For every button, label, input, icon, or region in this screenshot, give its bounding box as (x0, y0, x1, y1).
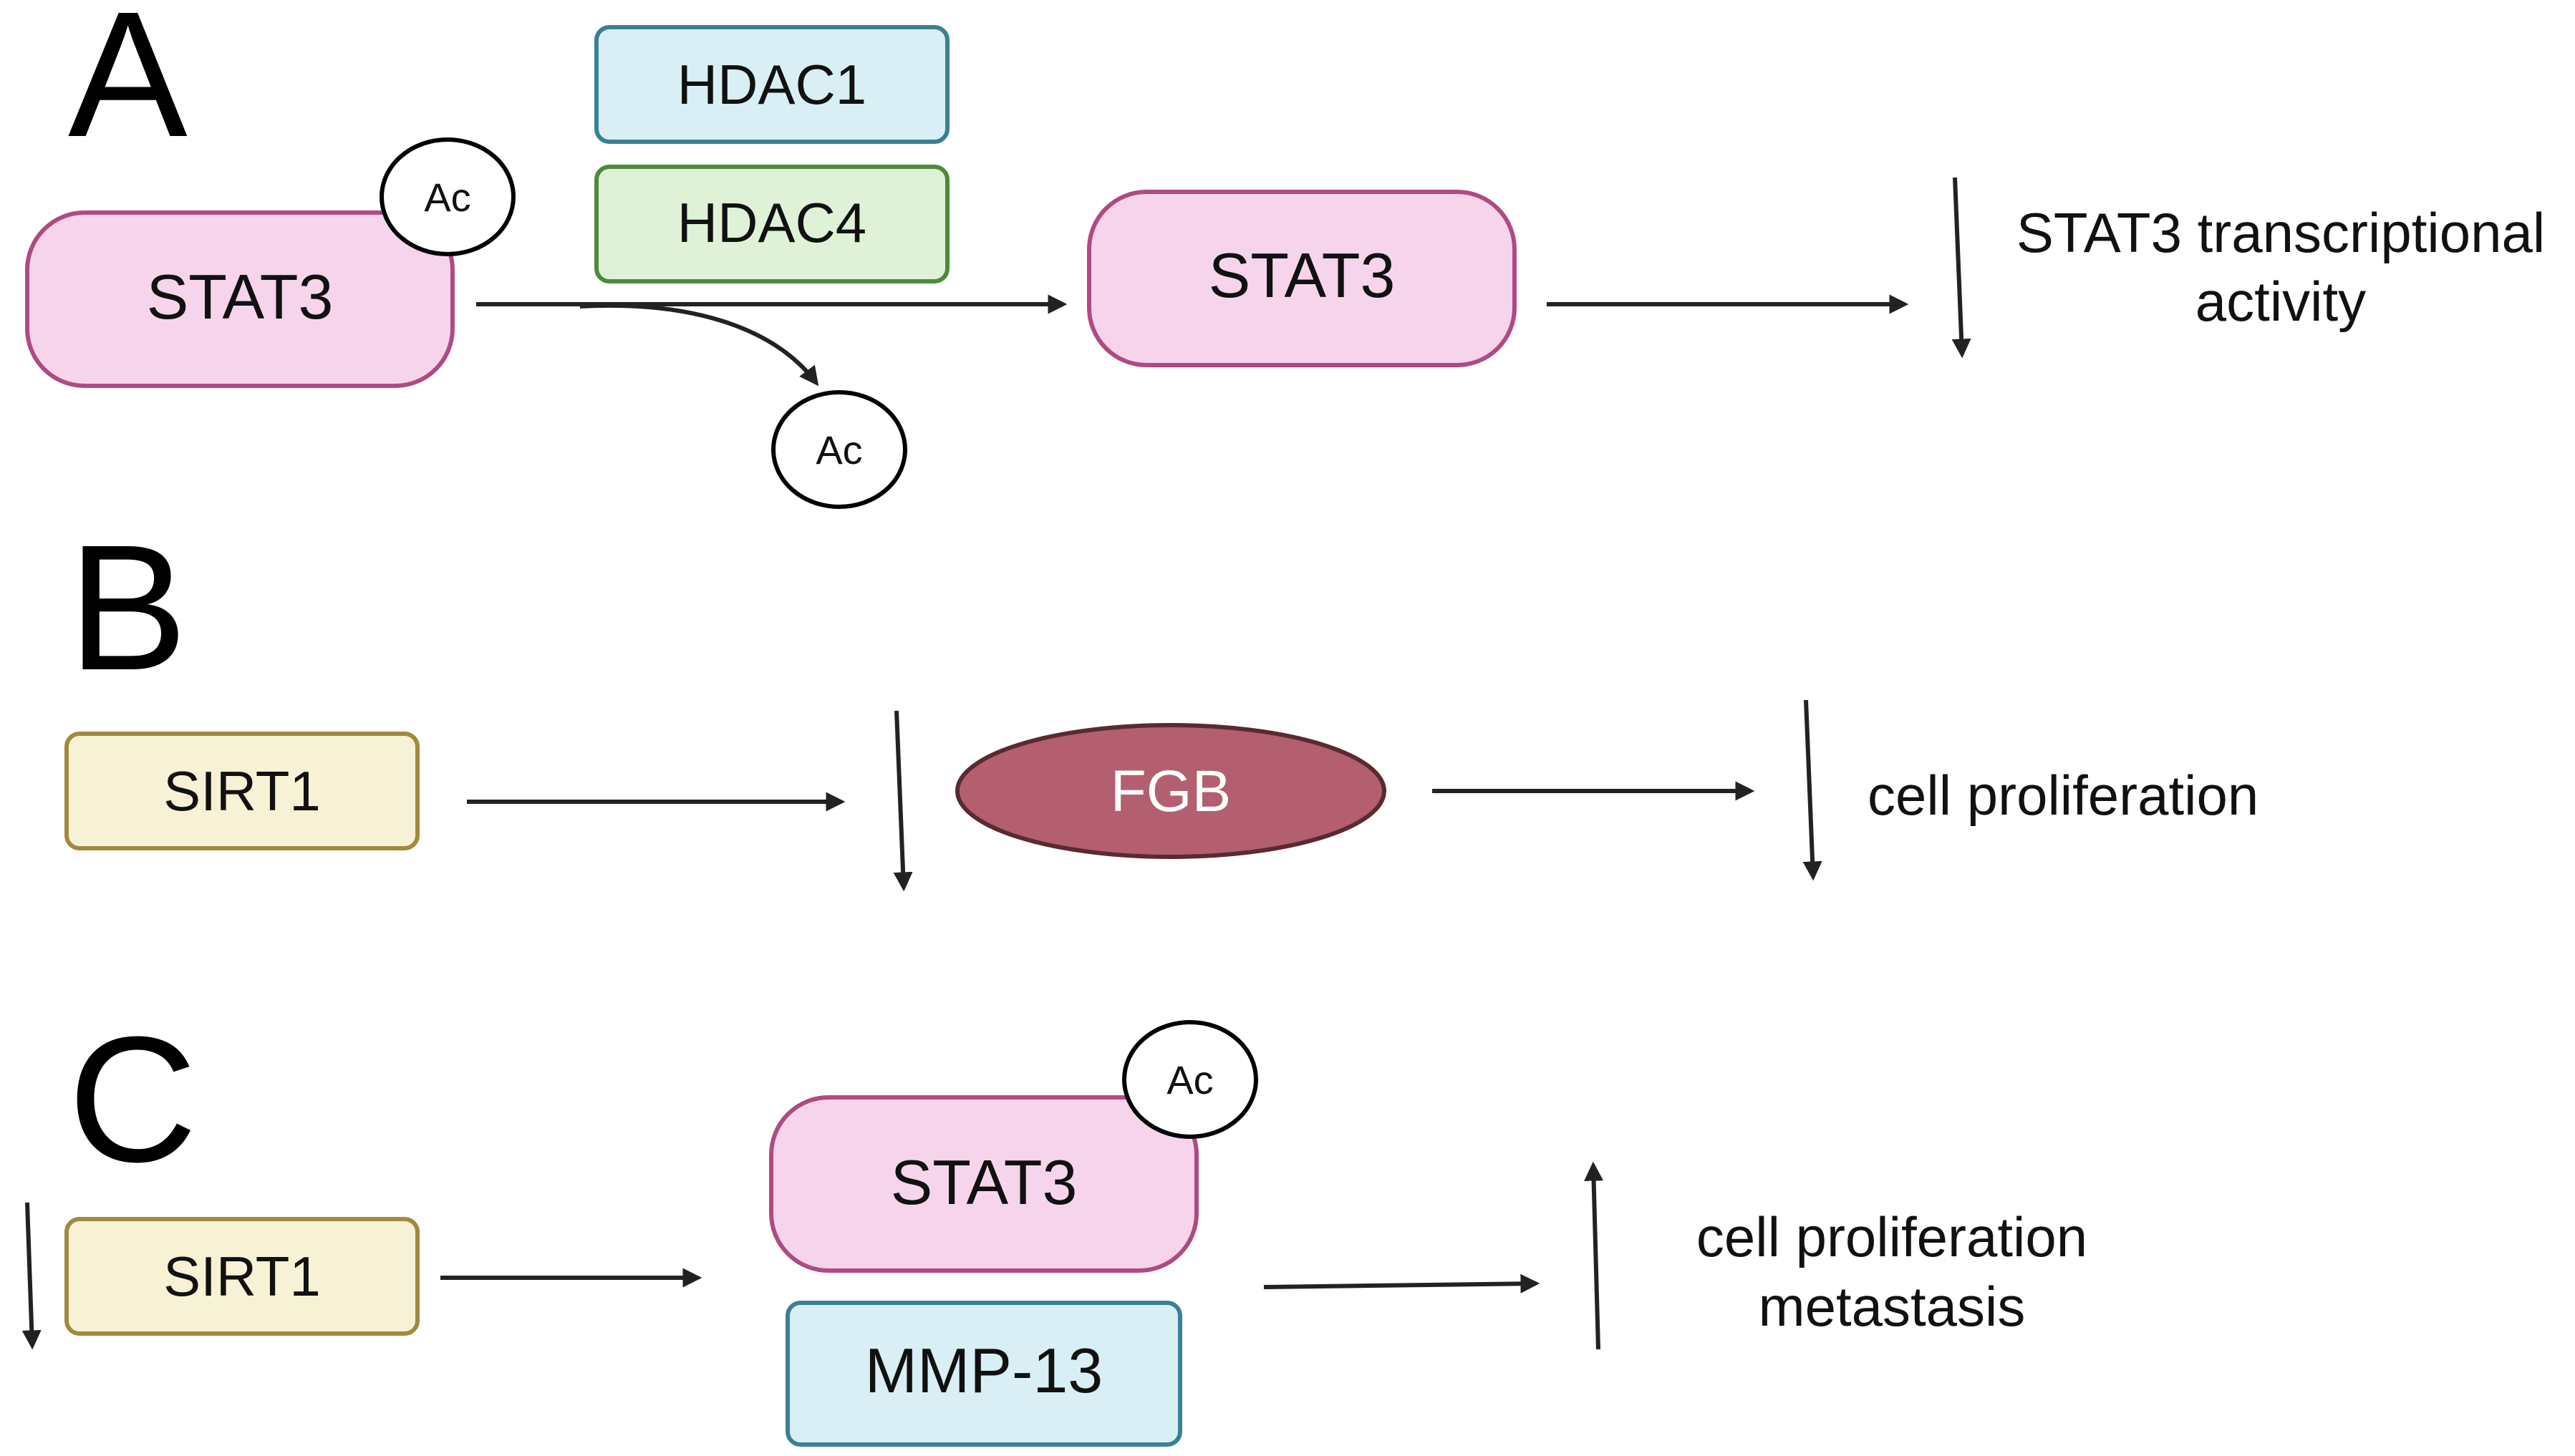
fgb-label: FGB (1111, 759, 1232, 824)
stat3-acetylated-label: STAT3 (147, 261, 334, 332)
stat3-box-c (769, 1095, 1199, 1273)
decrease-arrow-a (1951, 177, 1971, 359)
sirt1-node-b: SIRT1 (64, 732, 420, 850)
acetyl-circle (380, 137, 516, 256)
stat3-acetylated-node: STAT3 (25, 210, 455, 388)
sirt1-box-c (64, 1217, 420, 1336)
increase-arrow-c (1584, 1161, 1604, 1350)
fgb-node: FGB (955, 723, 1386, 859)
panel-c-letter: C (68, 999, 198, 1199)
stat3-deacetylated-node: STAT3 (1087, 190, 1517, 367)
fgb-ellipse (955, 723, 1386, 859)
released-acetyl: Ac (771, 390, 907, 509)
mmp13-label: MMP-13 (865, 1335, 1103, 1406)
stat3-node-c: STAT3 (769, 1095, 1199, 1273)
panel-a-letter: A (68, 0, 188, 174)
stat3-deacetylated-label: STAT3 (1209, 240, 1396, 311)
acetyl-circle-c (1122, 1020, 1258, 1139)
acetyl-tag-a: Ac (380, 137, 516, 256)
acetyl-label-c: Ac (1166, 1057, 1213, 1102)
outcome-a-line2: activity (2195, 270, 2366, 333)
released-acetyl-circle (771, 390, 907, 509)
hdac4-node: HDAC4 (594, 165, 950, 283)
outcome-c-line2: metastasis (1759, 1275, 2026, 1338)
sirt1-label-b: SIRT1 (163, 759, 321, 822)
decrease-arrow-sirt1-c (21, 1202, 42, 1350)
hdac1-node: HDAC1 (594, 25, 950, 144)
released-acetyl-label: Ac (816, 427, 862, 472)
hdac4-box (594, 165, 950, 283)
acetyl-release-arrow (579, 303, 819, 387)
hdac1-label: HDAC1 (677, 53, 866, 116)
outcome-c-line1: cell proliferation (1696, 1205, 2087, 1268)
mmp13-box (786, 1301, 1182, 1447)
stat3-label-c: STAT3 (891, 1147, 1078, 1218)
stat3-acetylated-box (25, 210, 455, 388)
outcome-b: cell proliferation (1868, 764, 2258, 827)
sirt1-node-c: SIRT1 (64, 1217, 420, 1336)
effect-arrow-c2 (1263, 1273, 1540, 1294)
panel-b: B SIRT1 FGB cell proliferation (64, 508, 2258, 892)
acetyl-label: Ac (424, 175, 470, 220)
acetyl-tag-c: Ac (1122, 1020, 1258, 1139)
decrease-arrow-b (1802, 699, 1822, 881)
mmp13-node: MMP-13 (786, 1301, 1182, 1447)
hdac1-box (594, 25, 950, 144)
sirt1-label-c: SIRT1 (163, 1245, 321, 1308)
panel-b-letter: B (68, 508, 188, 707)
panel-a: A STAT3 Ac HDAC1 HDAC4 Ac S (25, 0, 2545, 509)
decrease-arrow-fgb (893, 710, 913, 892)
stat3-deacetylated-box (1087, 190, 1517, 367)
sirt1-box-b (64, 732, 420, 850)
outcome-a-line1: STAT3 transcriptional (2016, 201, 2545, 264)
panel-c: C SIRT1 STAT3 Ac MMP-13 cell proliferati… (21, 999, 2087, 1447)
hdac4-label: HDAC4 (677, 191, 866, 254)
